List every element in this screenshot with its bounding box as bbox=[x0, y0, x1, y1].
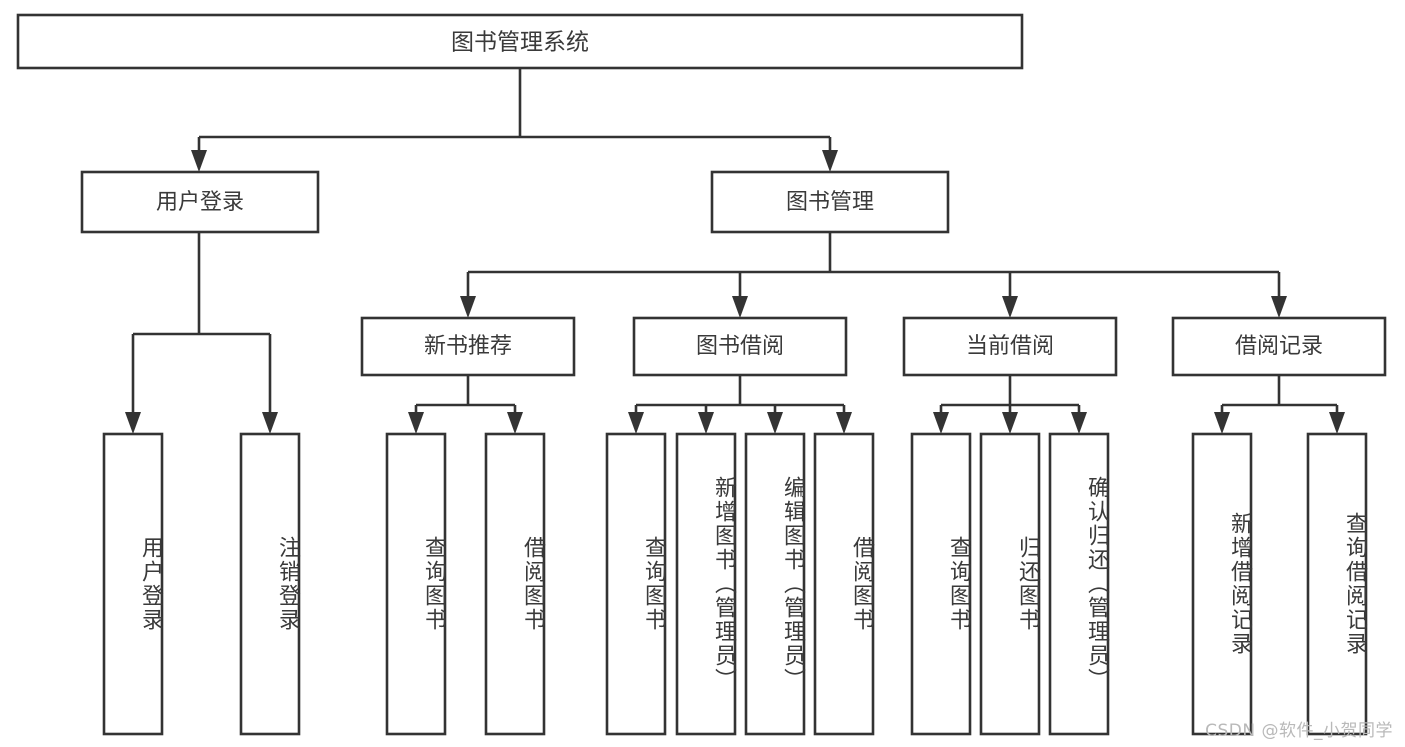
node-label-book-borrow: 图书借阅 bbox=[696, 334, 784, 359]
node-box-leaf-query-book-nb[interactable] bbox=[385, 432, 447, 736]
arrow-head-borrow-record bbox=[1271, 296, 1287, 318]
arrow-head-nb-leaf2 bbox=[507, 412, 523, 434]
node-box-user-login[interactable] bbox=[80, 170, 320, 234]
node-box-borrow-record[interactable] bbox=[1171, 316, 1387, 377]
node-label-book-manage: 图书管理 bbox=[786, 190, 874, 215]
arrow-head-book-borrow bbox=[732, 296, 748, 318]
arrow-head-bb-leaf4 bbox=[836, 412, 852, 434]
connector-group-root-to-level2 bbox=[191, 68, 838, 172]
node-label-root: 图书管理系统 bbox=[451, 30, 589, 56]
arrow-head-user-login bbox=[191, 150, 207, 172]
node-box-leaf-borrow-book-bb[interactable] bbox=[813, 432, 875, 736]
arrow-head-nb-leaf1 bbox=[408, 412, 424, 434]
node-label-current-borrow: 当前借阅 bbox=[966, 334, 1054, 359]
connector-group-user-login-to-leaves bbox=[125, 232, 278, 434]
connector-group-borrow-record-to-leaves bbox=[1214, 375, 1345, 434]
node-box-new-book-recommend[interactable] bbox=[360, 316, 576, 377]
node-label-user-login: 用户登录 bbox=[156, 190, 244, 215]
node-box-leaf-borrow-book-nb[interactable] bbox=[484, 432, 546, 736]
watermark-text: CSDN @软件_小贺同学 bbox=[1205, 721, 1393, 741]
arrow-head-bb-leaf3 bbox=[767, 412, 783, 434]
arrow-head-leaf-user-login bbox=[125, 412, 141, 434]
node-box-book-manage[interactable] bbox=[710, 170, 950, 234]
arrow-head-bb-leaf2 bbox=[698, 412, 714, 434]
node-box-leaf-query-record-br[interactable] bbox=[1306, 432, 1368, 736]
arrow-head-current-borrow bbox=[1002, 296, 1018, 318]
node-box-root[interactable] bbox=[16, 13, 1024, 70]
connector-group-book-borrow-to-leaves bbox=[628, 375, 852, 434]
arrow-head-leaf-logout bbox=[262, 412, 278, 434]
node-box-leaf-add-book-bb[interactable] bbox=[675, 432, 737, 736]
node-box-leaf-user-login[interactable] bbox=[102, 432, 164, 736]
node-box-leaf-logout[interactable] bbox=[239, 432, 301, 736]
arrow-head-br-leaf2 bbox=[1329, 412, 1345, 434]
arrow-head-new-book bbox=[460, 296, 476, 318]
node-box-leaf-return-book-cb[interactable] bbox=[979, 432, 1041, 736]
arrow-head-cb-leaf1 bbox=[933, 412, 949, 434]
arrow-head-book-manage bbox=[822, 150, 838, 172]
node-box-leaf-query-book-cb[interactable] bbox=[910, 432, 972, 736]
node-box-leaf-confirm-return-cb[interactable] bbox=[1048, 432, 1110, 736]
arrow-head-br-leaf1 bbox=[1214, 412, 1230, 434]
node-box-leaf-add-record-br[interactable] bbox=[1191, 432, 1253, 736]
arrow-head-bb-leaf1 bbox=[628, 412, 644, 434]
node-box-book-borrow[interactable] bbox=[632, 316, 848, 377]
connector-group-book-manage-to-level3 bbox=[460, 232, 1287, 318]
node-box-leaf-edit-book-bb[interactable] bbox=[744, 432, 806, 736]
node-box-current-borrow[interactable] bbox=[902, 316, 1118, 377]
node-label-new-book-recommend: 新书推荐 bbox=[424, 334, 512, 359]
arrow-head-cb-leaf3 bbox=[1071, 412, 1087, 434]
node-box-leaf-query-book-bb[interactable] bbox=[605, 432, 667, 736]
arrow-head-cb-leaf2 bbox=[1002, 412, 1018, 434]
connector-group-new-book-to-leaves bbox=[408, 375, 523, 434]
connector-group-current-borrow-to-leaves bbox=[933, 375, 1087, 434]
node-label-borrow-record: 借阅记录 bbox=[1235, 334, 1323, 359]
